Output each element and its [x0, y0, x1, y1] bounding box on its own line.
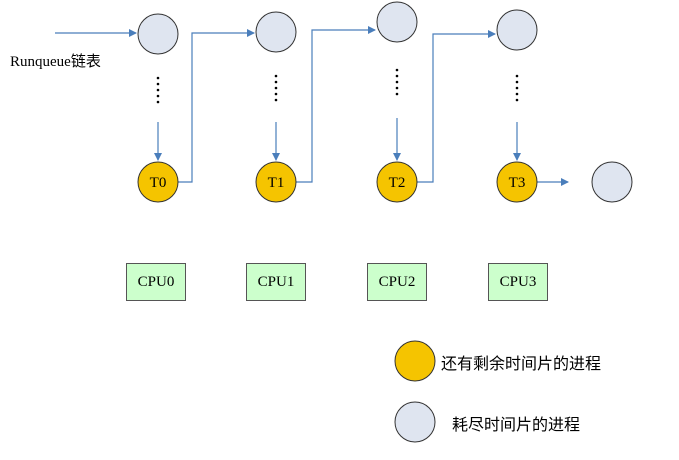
link-arrow-t0-to-next	[178, 29, 255, 183]
exhausted-node-tail	[591, 161, 633, 203]
legend-exhausted-label: 耗尽时间片的进程	[452, 415, 581, 434]
task-label-t1: T1	[268, 175, 285, 191]
task-node-t0	[137, 161, 179, 203]
cpu-box-1: CPU1	[246, 263, 306, 301]
legend-remaining-label: 还有剩余时间片的进程	[441, 354, 602, 373]
ellipsis-dots-3	[515, 74, 519, 102]
link-arrow-t1-to-next	[296, 26, 376, 183]
runqueue-label: Runqueue链表	[10, 54, 101, 70]
ellipsis-dots-1	[274, 74, 278, 102]
legend-exhausted-symbol	[394, 401, 436, 443]
legend-remaining-symbol	[394, 340, 436, 382]
exhausted-node-2	[376, 1, 418, 43]
ellipsis-dots-2	[395, 68, 399, 96]
link-arrow-t2-to-next	[417, 30, 496, 183]
task-node-t3	[496, 161, 538, 203]
exhausted-node-0	[137, 13, 179, 55]
task-label-t2: T2	[389, 175, 406, 191]
task-node-t1	[255, 161, 297, 203]
task-label-t0: T0	[150, 175, 167, 191]
task-label-t3: T3	[509, 175, 526, 191]
exhausted-node-3	[496, 9, 538, 51]
task-node-t2	[376, 161, 418, 203]
ellipsis-dots-0	[156, 76, 160, 104]
exhausted-node-1	[255, 11, 297, 53]
cpu-box-2: CPU2	[367, 263, 427, 301]
cpu-box-3: CPU3	[488, 263, 548, 301]
cpu-box-0: CPU0	[126, 263, 186, 301]
